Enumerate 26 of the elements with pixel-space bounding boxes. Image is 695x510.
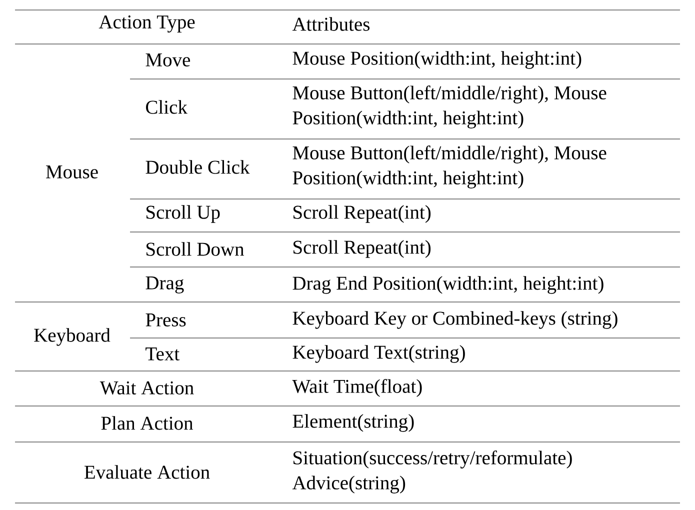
table-text: Text: [146, 348, 180, 360]
table-text: Scroll Repeat(int): [294, 205, 431, 223]
table-text: Drag End Position(width:int, height:int): [292, 276, 604, 294]
table-text: Keyboard Key or Combined-keys (string): [292, 311, 618, 329]
table-text: Press: [146, 314, 186, 326]
table-text: Double Click: [146, 160, 250, 174]
table-text: Mouse Position(width:int, height:int): [292, 51, 582, 69]
table-text: Keyboard Text(string): [292, 345, 465, 363]
column-header: Action Type: [98, 15, 195, 33]
table-text: Wait Action: [100, 381, 194, 395]
table-text: Mouse Button(left/middle/right), Mouse Position(width:int, height:int): [292, 146, 606, 188]
table-text: Element(string): [292, 414, 414, 432]
table-text: Move: [146, 54, 190, 66]
column-header: Attributes: [292, 17, 370, 31]
table-text: Keyboard: [34, 328, 110, 346]
table-text: Scroll Down: [146, 242, 244, 256]
table-text: Scroll Repeat(int): [294, 240, 431, 258]
table-text: Situation(success/retry/reformulate) Advice(string): [292, 450, 572, 494]
table-text: Plan Action: [101, 416, 194, 430]
table-text: Evaluate Action: [84, 465, 210, 479]
table-text: Mouse Button(left/middle/right), Mouse Position(width:int, height:int): [292, 86, 606, 128]
table-text: Mouse: [46, 166, 98, 178]
table-text: Click: [146, 100, 188, 114]
table-text: Wait Time(float): [292, 379, 422, 397]
table-text: Drag: [146, 276, 184, 294]
table-text: Scroll Up: [146, 205, 220, 223]
